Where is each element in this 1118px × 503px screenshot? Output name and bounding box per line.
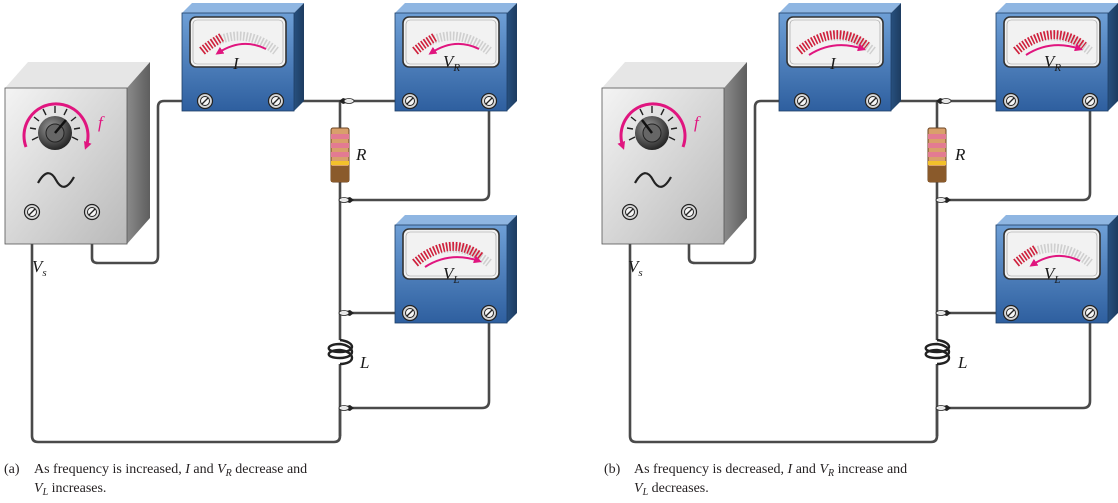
wires-b bbox=[628, 99, 1092, 444]
label-i-a: I bbox=[232, 54, 240, 73]
arrow-vr-increase bbox=[1025, 43, 1083, 56]
inductor-a: L bbox=[327, 338, 369, 372]
label-f-b: f bbox=[694, 113, 701, 132]
knob-pointer-a bbox=[54, 119, 67, 134]
ammeter-b: I bbox=[778, 2, 902, 112]
label-vs-a: Vs bbox=[32, 257, 47, 279]
voltmeter-vl-b: VL bbox=[995, 214, 1118, 324]
voltmeter-vr-a: VR bbox=[394, 2, 518, 112]
dial-ticks-b bbox=[626, 106, 678, 141]
ammeter-a: I bbox=[181, 2, 305, 112]
label-vl-a: VL bbox=[443, 264, 460, 286]
panel-b: f Vs I VR bbox=[601, 2, 1118, 444]
panel-a: f Vs I VR bbox=[4, 2, 518, 444]
caption-a: (a)As frequency is increased, I and VR d… bbox=[4, 462, 308, 498]
freq-increase-arrow bbox=[22, 102, 92, 150]
arrow-vl-increase bbox=[424, 255, 482, 268]
arrow-vr-decrease bbox=[428, 42, 480, 55]
label-l-a: L bbox=[359, 353, 369, 372]
dial-ticks-a bbox=[29, 106, 81, 141]
knob-pointer-b bbox=[641, 119, 653, 134]
voltmeter-vl-a: VL bbox=[394, 214, 518, 324]
freq-decrease-arrow bbox=[617, 102, 687, 150]
arrow-i-decrease bbox=[215, 42, 267, 55]
label-r-b: R bbox=[954, 145, 966, 164]
arrow-vl-decrease bbox=[1029, 254, 1081, 267]
arrow-i-increase bbox=[808, 43, 866, 56]
generator-b: f Vs bbox=[601, 62, 747, 279]
resistor-b: R bbox=[927, 127, 966, 183]
label-r-a: R bbox=[355, 145, 367, 164]
ac-symbol-b bbox=[634, 172, 672, 188]
label-vr-b: VR bbox=[1044, 52, 1061, 74]
voltmeter-vr-b: VR bbox=[995, 2, 1118, 112]
resistor-a: R bbox=[330, 127, 367, 183]
label-vr-a: VR bbox=[443, 52, 460, 74]
label-vs-b: Vs bbox=[628, 257, 643, 279]
label-l-b: L bbox=[957, 353, 967, 372]
inductor-b: L bbox=[924, 338, 967, 372]
label-f-a: f bbox=[98, 113, 105, 132]
label-vl-b: VL bbox=[1044, 264, 1061, 286]
label-i-b: I bbox=[829, 54, 837, 73]
ac-symbol-a bbox=[37, 172, 75, 188]
generator-a: f Vs bbox=[4, 62, 150, 279]
caption-b: (b)As frequency is decreased, I and VR i… bbox=[604, 462, 908, 498]
